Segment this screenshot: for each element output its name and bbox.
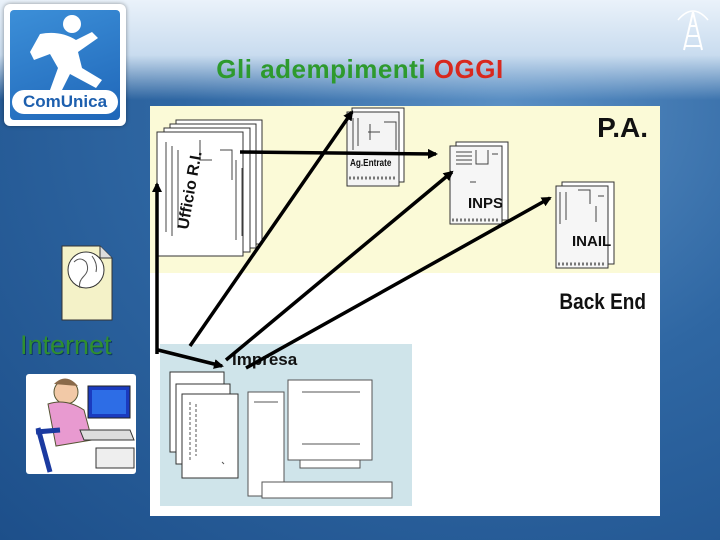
globe-document-icon	[61, 245, 113, 321]
logo-text: ComUnica	[12, 90, 118, 114]
title-part-1: Gli adempimenti	[216, 54, 427, 84]
pa-label: P.A.	[597, 112, 648, 143]
agentrate-label: Ag.Entrate	[350, 157, 391, 168]
logo-background: ComUnica	[10, 10, 120, 120]
comunica-logo: ComUnica	[4, 4, 126, 126]
running-man-icon	[30, 15, 102, 94]
flow-arrows	[152, 110, 552, 370]
arrow-impresa-to-inail	[245, 196, 552, 370]
inps-label: INPS	[468, 195, 503, 212]
arrow-impresa-to-inps	[224, 170, 454, 362]
arrow-internet-to-impresa	[157, 348, 224, 369]
backend-label: Back End	[559, 290, 646, 315]
inps-document: INPS	[449, 141, 509, 225]
internet-label: Internet	[20, 330, 112, 360]
page-title: Gli adempimenti OGGI	[0, 54, 720, 85]
computer-user-icon	[26, 374, 136, 474]
computer-monitor-icon	[247, 379, 393, 499]
impresa-document-stack	[169, 371, 239, 479]
arrow-ufficio-to-agentrate	[239, 148, 438, 159]
inail-document: INAIL	[555, 181, 615, 269]
ufficio-document-stack: Ufficio R.I.	[156, 119, 263, 257]
antenna-tower-icon	[677, 10, 709, 51]
agentrate-document: Ag.Entrate	[346, 107, 405, 187]
title-part-2: OGGI	[433, 54, 504, 84]
inail-label: INAIL	[572, 233, 611, 250]
arrow-impresa-to-agentrate	[188, 110, 354, 347]
